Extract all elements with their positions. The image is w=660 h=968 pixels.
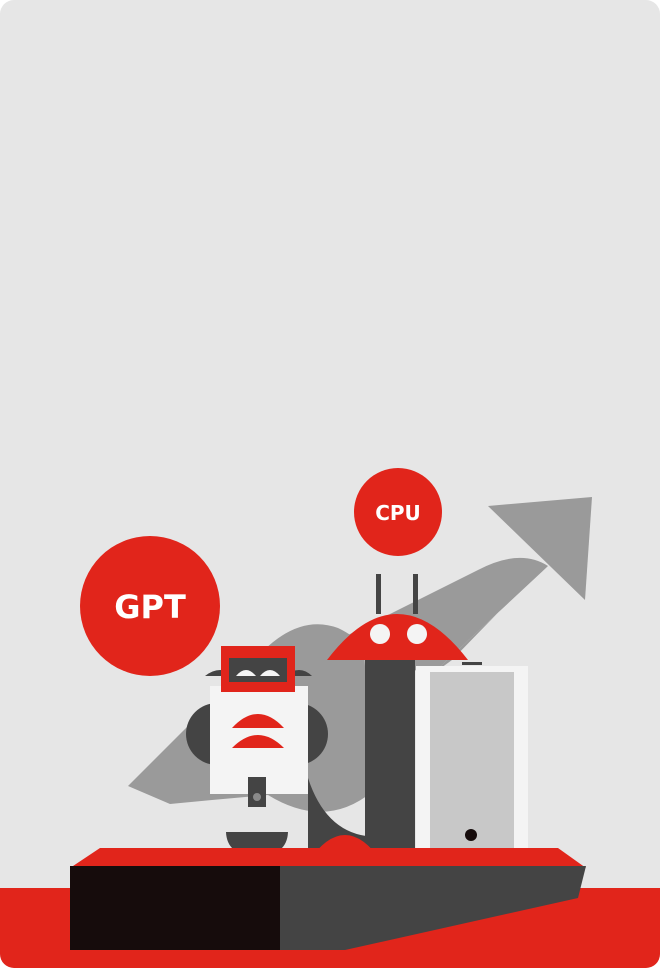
cpu-badge: CPU xyxy=(354,468,442,556)
gpt-badge-label: GPT xyxy=(114,588,186,626)
cpu-robot-icon xyxy=(327,574,468,860)
phone-icon xyxy=(416,662,528,860)
gpt-robot-icon xyxy=(186,646,328,856)
platform xyxy=(70,848,586,950)
gpt-badge: GPT xyxy=(80,536,220,676)
cpu-badge-label: CPU xyxy=(375,501,421,525)
